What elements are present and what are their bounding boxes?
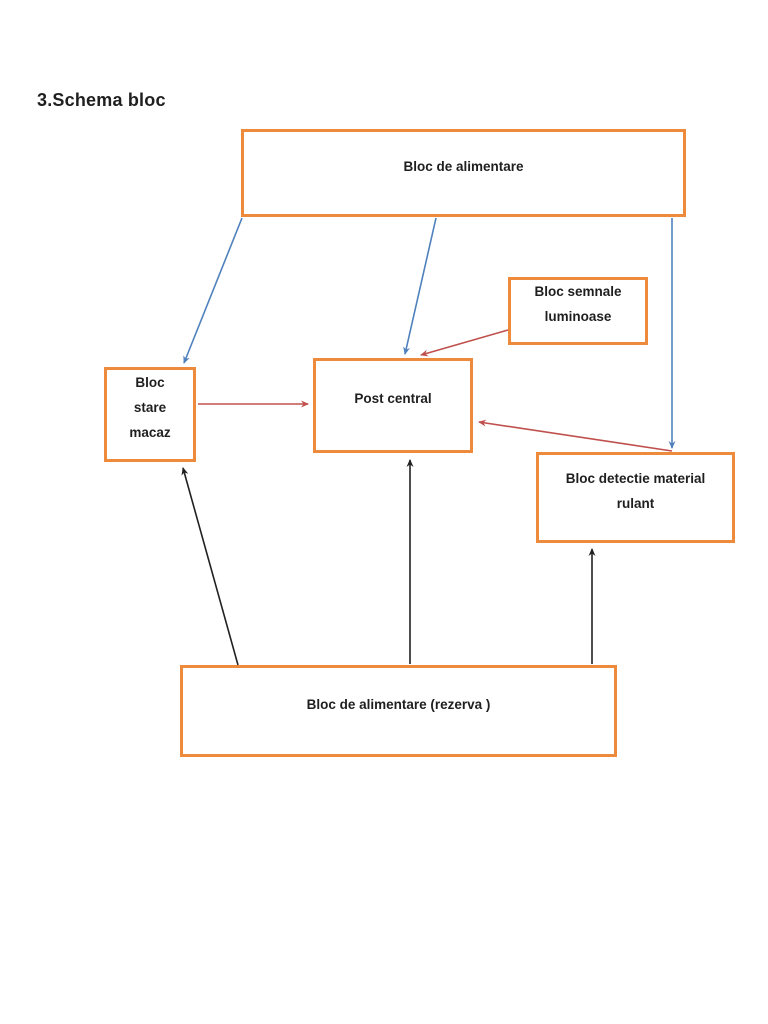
node-label: Post central <box>354 391 432 406</box>
node-label: Bloc semnale luminoase <box>534 284 622 324</box>
node-bloc-de-alimentare: Bloc de alimentare <box>241 129 686 217</box>
edge-bloc_rezerva-to-bloc_stare_macaz <box>181 467 239 666</box>
edge-bloc_alimentare-to-post_central <box>403 217 437 355</box>
page-title: 3.Schema bloc <box>37 90 166 110</box>
node-label: Bloc detectie material rulant <box>565 470 706 511</box>
edge-bloc_alimentare-to-bloc_stare_macaz <box>183 217 243 364</box>
node-bloc-semnale-luminoase: Bloc semnale luminoase <box>508 277 648 345</box>
edge-bloc_detectie-to-post_central <box>478 419 673 452</box>
node-bloc-detectie-material-rulant: Bloc detectie material rulant <box>536 452 735 543</box>
node-label: Bloc stare macaz <box>129 375 171 440</box>
edge-bloc_semnale-to-post_central <box>420 329 509 357</box>
node-label: Bloc de alimentare <box>403 158 524 174</box>
node-bloc-stare-macaz: Bloc stare macaz <box>104 367 196 462</box>
node-label: Bloc de alimentare (rezerva ) <box>306 696 491 712</box>
node-bloc-de-alimentare-rezerva: Bloc de alimentare (rezerva ) <box>180 665 617 757</box>
node-post-central: Post central <box>313 358 473 453</box>
